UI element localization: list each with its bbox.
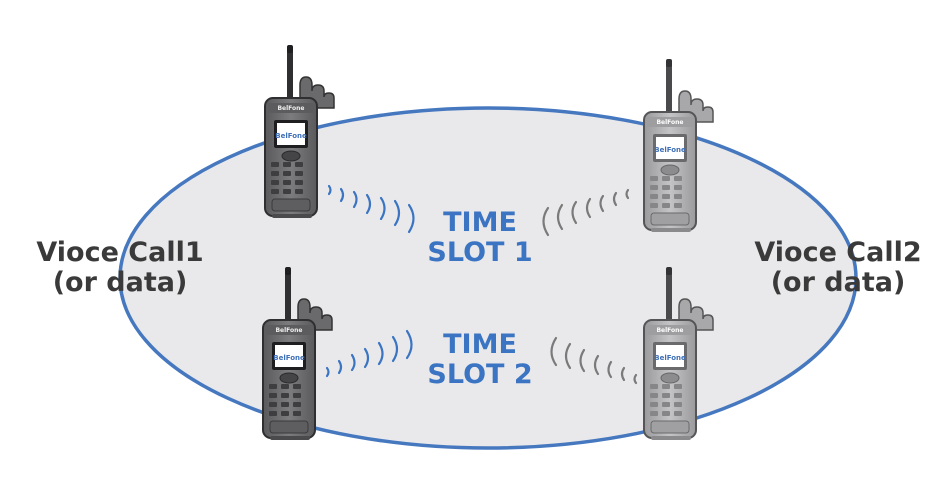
slot-2-line2: SLOT 2: [427, 359, 533, 391]
wave-top-right: [542, 188, 630, 237]
right-group-line1: Vioce Call2: [754, 237, 922, 268]
wave-top-left: [327, 184, 415, 234]
left-group-line2: (or data): [52, 267, 188, 299]
time-slot-2-label: TIME SLOT 2: [390, 329, 570, 391]
wave-bottom-right: [550, 336, 638, 385]
left-group-line1: Vioce Call1: [36, 237, 204, 268]
slot-1-line1: TIME: [443, 207, 517, 238]
time-slot-1-label: TIME SLOT 1: [390, 207, 570, 269]
left-group-label: Vioce Call1 (or data): [10, 237, 230, 299]
right-group-label: Vioce Call2 (or data): [728, 237, 948, 299]
slot-2-line1: TIME: [443, 329, 517, 360]
right-group-line2: (or data): [770, 267, 906, 299]
wave-bottom-left: [325, 329, 413, 378]
slot-1-line2: SLOT 1: [427, 237, 533, 269]
